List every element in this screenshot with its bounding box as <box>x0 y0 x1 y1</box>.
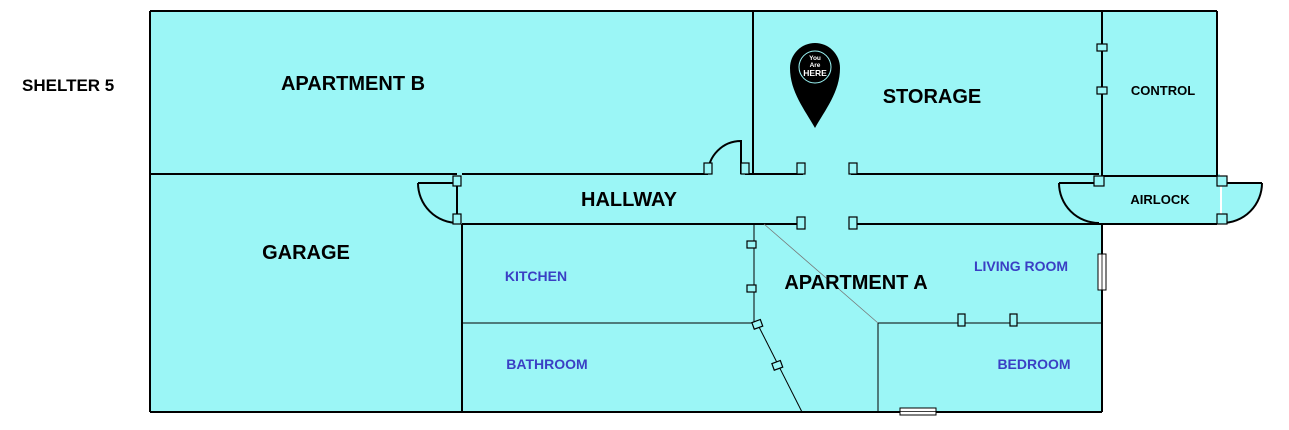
room-fills <box>150 11 1262 412</box>
marker-line-2: Are <box>810 62 821 69</box>
label-garage: GARAGE <box>262 242 350 264</box>
door-swings <box>417 139 1263 224</box>
labels: SHELTER 5 APARTMENT B STORAGE CONTROL HA… <box>22 73 1195 372</box>
you-are-here-marker: You Are HERE <box>790 43 840 128</box>
label-control: CONTROL <box>1131 83 1195 98</box>
door-frames <box>452 43 1228 371</box>
label-apartment-b: APARTMENT B <box>281 73 425 95</box>
walls <box>149 10 1218 413</box>
marker-line-3: HERE <box>803 68 827 78</box>
windows <box>899 253 1107 416</box>
label-living-room: LIVING ROOM <box>974 258 1068 274</box>
marker-line-1: You <box>809 55 821 62</box>
label-apartment-a: APARTMENT A <box>784 272 927 294</box>
label-kitchen: KITCHEN <box>505 268 567 284</box>
label-bedroom: BEDROOM <box>997 356 1070 372</box>
interior-walls <box>462 223 1102 413</box>
label-airlock: AIRLOCK <box>1130 192 1190 207</box>
map-title: SHELTER 5 <box>22 76 114 95</box>
label-storage: STORAGE <box>883 86 982 108</box>
label-hallway: HALLWAY <box>581 189 678 211</box>
label-bathroom: BATHROOM <box>506 356 587 372</box>
